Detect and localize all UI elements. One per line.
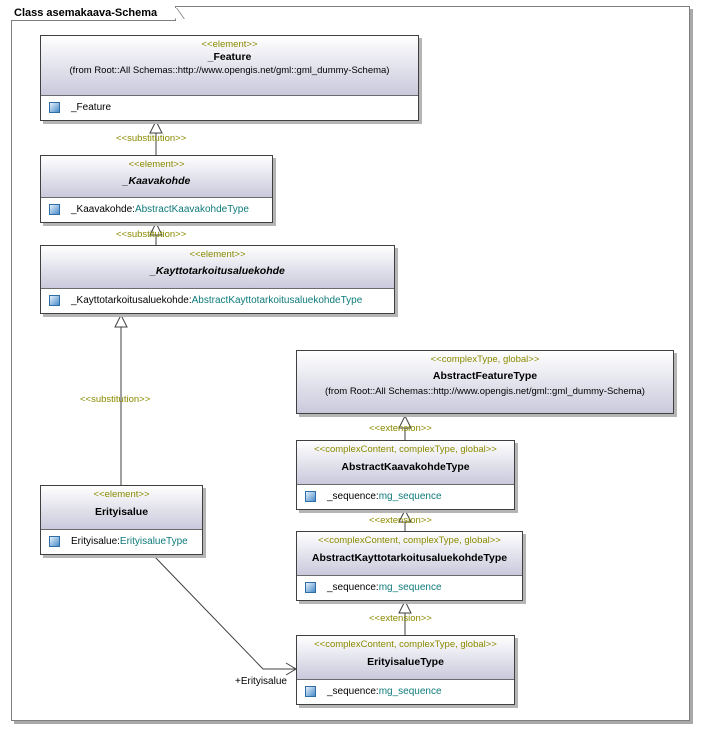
class-name: AbstractFeatureType — [432, 370, 538, 382]
class-header: <<element>> _Kayttotarkoitusaluekohde — [41, 246, 394, 289]
class-header: <<complexType, global>> AbstractFeatureT… — [297, 351, 673, 413]
attribute-name: Erityisalue: — [71, 536, 120, 547]
class-name: _Kaavakohde — [122, 175, 191, 187]
attribute-name: _Feature — [71, 102, 112, 113]
association-erityisalue-type — [153, 555, 296, 670]
substitution-label: <<substitution>> — [80, 394, 151, 405]
generalization-arrowhead — [398, 599, 412, 614]
class-abstract-kayttotarkoitusaluekohde-type[interactable]: <<complexContent, complexType, global>> … — [296, 531, 523, 601]
class-header: <<element>> Erityisalue — [41, 486, 202, 530]
attribute-type: mg_sequence — [378, 582, 442, 593]
class-abstract-feature-type[interactable]: <<complexType, global>> AbstractFeatureT… — [296, 350, 674, 414]
attribute-name: _Kayttotarkoitusaluekohde: — [71, 295, 192, 306]
class-erityisalue[interactable]: <<element>> Erityisalue Erityisalue:Erit… — [40, 485, 203, 555]
stereotype-label: <<complexContent, complexType, global>> — [314, 639, 497, 650]
extension-label: <<extension>> — [369, 423, 432, 434]
attribute-icon — [49, 204, 60, 215]
attribute-icon — [49, 295, 60, 306]
attribute-name: _sequence: — [327, 582, 379, 593]
stereotype-label: <<complexType, global>> — [430, 354, 540, 365]
class-header: <<complexContent, complexType, global>> … — [297, 636, 514, 680]
stereotype-label: <<element>> — [128, 159, 185, 170]
substitution-label: <<substitution>> — [116, 229, 187, 240]
class-kaavakohde[interactable]: <<element>> _Kaavakohde _Kaavakohde:Abst… — [40, 155, 273, 223]
class-kayttotarkoitusaluekohde[interactable]: <<element>> _Kayttotarkoitusaluekohde _K… — [40, 245, 395, 314]
class-header: <<complexContent, complexType, global>> … — [297, 441, 514, 485]
attribute-icon — [305, 491, 316, 502]
generalization-arrowhead — [114, 313, 128, 328]
attribute-type: mg_sequence — [378, 686, 442, 697]
attribute-row: _sequence:mg_sequence — [297, 680, 514, 704]
substitution-label: <<substitution>> — [116, 133, 187, 144]
class-name: AbstractKaavakohdeType — [341, 461, 470, 473]
attribute-type: ErityisalueType — [119, 536, 188, 547]
stereotype-label: <<element>> — [189, 249, 246, 260]
attribute-type: mg_sequence — [378, 491, 442, 502]
diagram-title: Class asemakaava-Schema — [11, 6, 177, 21]
attribute-icon — [49, 536, 60, 547]
attribute-name: _sequence: — [327, 686, 379, 697]
attribute-icon — [305, 686, 316, 697]
attribute-row: _sequence:mg_sequence — [297, 485, 514, 509]
class-name: ErityisalueType — [367, 656, 444, 668]
generalization-arrowhead — [398, 414, 412, 429]
attribute-name: _sequence: — [327, 491, 379, 502]
class-header: <<element>> _Feature (from Root::All Sch… — [41, 36, 418, 96]
class-origin: (from Root::All Schemas::http://www.open… — [69, 65, 390, 76]
attribute-type: AbstractKayttotarkoitusaluekohdeType — [191, 295, 363, 306]
stereotype-label: <<element>> — [201, 39, 258, 50]
class-name: _Feature — [207, 51, 252, 63]
stereotype-label: <<element>> — [93, 489, 150, 500]
class-erityisalue-type[interactable]: <<complexContent, complexType, global>> … — [296, 635, 515, 705]
class-header: <<complexContent, complexType, global>> … — [297, 532, 522, 576]
extension-label: <<extension>> — [369, 515, 432, 526]
class-name: AbstractKayttotarkoitusaluekohdeType — [311, 552, 508, 564]
extension-label: <<extension>> — [369, 613, 432, 624]
class-origin: (from Root::All Schemas::http://www.open… — [325, 386, 645, 397]
class-name: _Kayttotarkoitusaluekohde — [150, 265, 285, 277]
attribute-row: _sequence:mg_sequence — [297, 576, 522, 600]
attribute-icon — [305, 582, 316, 593]
attribute-row: _Kayttotarkoitusaluekohde:AbstractKaytto… — [41, 289, 394, 313]
class-name: Erityisalue — [94, 506, 149, 518]
attribute-row: _Feature — [41, 96, 418, 120]
attribute-row: Erityisalue:ErityisalueType — [41, 530, 202, 554]
attribute-row: _Kaavakohde:AbstractKaavakohdeType — [41, 198, 272, 222]
generalization-arrowhead — [149, 221, 163, 236]
stereotype-label: <<complexContent, complexType, global>> — [318, 535, 501, 546]
class-header: <<element>> _Kaavakohde — [41, 156, 272, 198]
generalization-arrowhead — [398, 508, 412, 523]
class-feature[interactable]: <<element>> _Feature (from Root::All Sch… — [40, 35, 419, 121]
association-role-label: +Erityisalue — [235, 676, 287, 687]
stereotype-label: <<complexContent, complexType, global>> — [314, 444, 497, 455]
attribute-name: _Kaavakohde: — [71, 204, 135, 215]
attribute-type: AbstractKaavakohdeType — [134, 204, 249, 215]
attribute-icon — [49, 102, 60, 113]
class-abstract-kaavakohde-type[interactable]: <<complexContent, complexType, global>> … — [296, 440, 515, 510]
generalization-arrowhead — [149, 119, 163, 134]
